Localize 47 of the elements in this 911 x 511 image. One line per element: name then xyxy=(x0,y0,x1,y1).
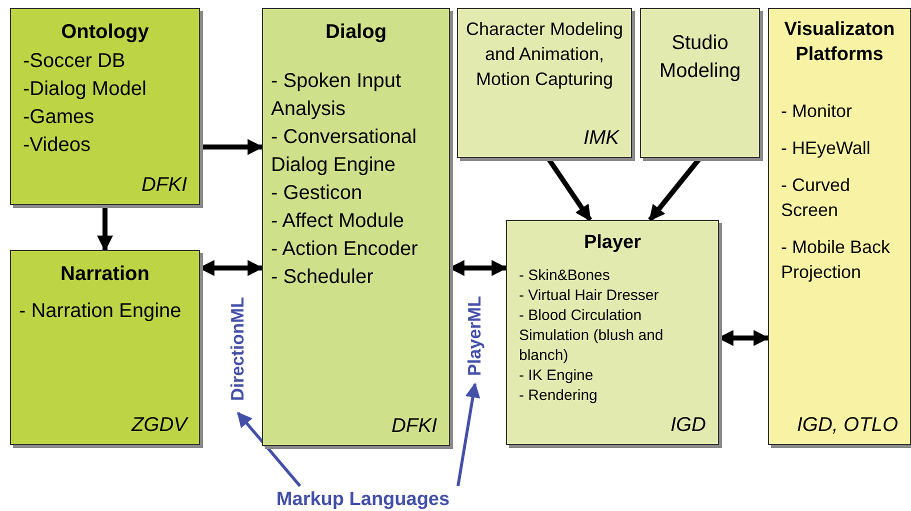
list-item: - Rendering xyxy=(518,386,598,406)
arrow xyxy=(200,139,264,155)
component-box xyxy=(10,250,200,445)
list-item: - Curved Screen xyxy=(780,174,852,222)
list-item: - Mobile Back Projection xyxy=(780,236,892,284)
partner-label: IGD xyxy=(670,413,706,438)
component-box xyxy=(10,8,200,205)
caption-text: Markup Languages xyxy=(252,486,474,510)
partner-label: IGD, OTLO xyxy=(796,413,898,438)
component-box xyxy=(506,220,719,445)
list-item: - Spoken Input Analysis xyxy=(270,69,402,122)
list-item: - Skin&Bones xyxy=(518,266,611,286)
list-item: - Blood Circulation Simulation (blush and blanch) xyxy=(518,306,664,366)
box-title: Ontology xyxy=(60,20,150,45)
component-box xyxy=(262,8,450,446)
list-item: - Scheduler xyxy=(270,265,374,290)
partner-label: ZGDV xyxy=(131,413,187,438)
box-title: Visualizaton Platforms xyxy=(783,18,896,67)
arrow xyxy=(456,382,480,486)
list-item: - IK Engine xyxy=(518,366,594,386)
list-item: -Dialog Model xyxy=(22,77,148,102)
partner-label: DFKI xyxy=(141,173,187,198)
markup-label: PlayerML xyxy=(462,288,488,384)
partner-label: DFKI xyxy=(391,414,437,439)
list-item: -Games xyxy=(22,105,96,130)
box-title: Character Modeling and Animation, Motion Capturing xyxy=(464,18,624,91)
list-item: -Videos xyxy=(22,133,92,158)
list-item: - Virtual Hair Dresser xyxy=(518,286,660,306)
list-item: - HEyeWall xyxy=(780,137,872,160)
component-box xyxy=(640,8,760,158)
list-item: - Affect Module xyxy=(270,209,406,234)
list-item: - Action Encoder xyxy=(270,237,419,262)
box-title: Player xyxy=(582,231,642,255)
list-item: - Monitor xyxy=(780,100,854,123)
box-title: Studio Modeling xyxy=(658,31,742,84)
box-title: Dialog xyxy=(324,20,388,45)
component-box xyxy=(768,8,911,445)
box-title: Narration xyxy=(60,262,150,287)
list-item: -Soccer DB xyxy=(22,49,126,74)
list-item: - Gesticon xyxy=(270,181,364,206)
arrow xyxy=(97,205,113,252)
list-item: - Conversational Dialog Engine xyxy=(270,125,418,178)
list-item: - Narration Engine xyxy=(18,299,182,324)
component-box xyxy=(457,8,632,158)
arrow xyxy=(236,412,302,487)
partner-label: IMK xyxy=(583,126,619,151)
markup-label: DirectionML xyxy=(225,285,251,413)
